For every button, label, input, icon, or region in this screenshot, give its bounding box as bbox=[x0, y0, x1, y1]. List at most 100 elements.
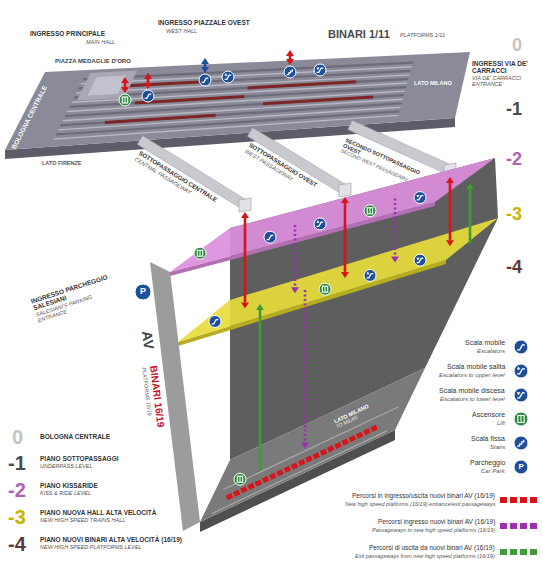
icon-disc bbox=[414, 192, 426, 204]
legend-text: Percorsi ingresso nuovi binari AV (16/19… bbox=[378, 518, 495, 525]
icon-disc bbox=[284, 66, 296, 78]
legend-text: Parcheggio bbox=[470, 459, 505, 467]
text-label: BOLOGNA CENTRALE bbox=[40, 433, 110, 440]
text-label: NEW HIGH SPEED TRAINS HALL bbox=[40, 517, 125, 523]
text-label: Escalators to upper level bbox=[439, 372, 505, 379]
text-label: -2 bbox=[8, 479, 26, 501]
icon-disc bbox=[514, 364, 528, 378]
arrow-head bbox=[256, 304, 264, 310]
legend-swatch bbox=[500, 522, 540, 530]
train bbox=[248, 82, 357, 88]
arrow-head bbox=[391, 257, 399, 263]
escalator-glyph bbox=[202, 78, 209, 82]
legend-text: Ascensore bbox=[472, 411, 505, 419]
slab-top bbox=[5, 52, 470, 150]
stairs-glyph bbox=[517, 440, 524, 446]
text-label: -1 bbox=[506, 100, 522, 120]
lift-glyph bbox=[237, 476, 242, 482]
legend-text: Scala fissa bbox=[471, 435, 505, 443]
icon-disc bbox=[514, 340, 528, 354]
down-glyph bbox=[316, 68, 319, 71]
icon-disc bbox=[514, 412, 528, 426]
icon-disc bbox=[364, 205, 376, 217]
escalator-glyph bbox=[145, 94, 152, 98]
icon-disc bbox=[135, 284, 151, 300]
text-label: PIAZZA MEDAGLIE D'ORO bbox=[55, 58, 131, 65]
text-label: PIANO SOTTOPASSAGGI bbox=[40, 455, 119, 462]
swatch-square bbox=[520, 497, 527, 503]
text-label: PIANO NUOVA HALL ALTA VELOCITÀ bbox=[40, 509, 157, 516]
text-label: KISS & RIDE LEVEL bbox=[40, 490, 91, 496]
lift-glyph bbox=[200, 250, 201, 256]
text-label: WEST HALL bbox=[166, 28, 197, 34]
text-label: NEW HIGH SPEED PLATFORMS LEVEL bbox=[40, 544, 142, 550]
text-label: AV bbox=[139, 330, 157, 350]
swatch-square bbox=[530, 549, 537, 555]
text-label: New high speed platforms (16/19) entranc… bbox=[345, 501, 495, 507]
arrow-head bbox=[286, 59, 294, 65]
swatch-square bbox=[510, 549, 517, 555]
swatch-square bbox=[530, 497, 537, 503]
text-label: -3 bbox=[506, 205, 522, 225]
up-glyph bbox=[517, 366, 521, 369]
escalator-glyph bbox=[517, 393, 525, 398]
icon-disc bbox=[194, 247, 206, 259]
up-glyph bbox=[224, 73, 227, 76]
text-label: 0 bbox=[512, 36, 522, 56]
track bbox=[65, 95, 404, 116]
text-label: -4 bbox=[506, 258, 522, 278]
route-arrow bbox=[304, 290, 307, 442]
text-label: Escalators bbox=[477, 348, 505, 355]
text-label: PIANO NUOVI BINARI ALTA VELOCITÀ (16/19) bbox=[40, 536, 182, 543]
lift-glyph bbox=[322, 286, 327, 292]
arrow-head bbox=[121, 77, 129, 83]
track bbox=[63, 99, 403, 120]
lift-glyph bbox=[125, 97, 126, 103]
text-label: Escalators to lower level bbox=[440, 396, 505, 403]
swatch-square bbox=[510, 497, 517, 503]
escalator-glyph bbox=[267, 235, 274, 239]
arrow-head bbox=[144, 73, 152, 79]
route-arrow bbox=[344, 203, 347, 272]
icon-disc bbox=[514, 460, 528, 474]
arrow-head bbox=[201, 58, 209, 64]
icon-disc bbox=[314, 218, 326, 230]
swatch-square bbox=[500, 523, 507, 529]
icon-disc bbox=[514, 436, 528, 450]
arrow-head bbox=[341, 272, 349, 278]
arrow-head bbox=[466, 183, 474, 189]
text-label: LATO FIRENZE bbox=[42, 160, 82, 166]
legend-text: Scala mobile bbox=[465, 339, 505, 347]
down-glyph bbox=[416, 258, 419, 261]
legend-text: Scala mobile salita bbox=[447, 363, 505, 371]
text-label: VIA DE' CARRACCI ENTRANCE bbox=[472, 75, 538, 87]
text-label: 0 bbox=[12, 426, 23, 448]
icon-disc bbox=[119, 94, 131, 106]
text-label: Exit passageways from new high speed pla… bbox=[355, 553, 495, 559]
train bbox=[263, 97, 373, 104]
legend-swatch bbox=[500, 548, 540, 556]
text-label: INGRESSO PIAZZALE OVEST bbox=[158, 19, 250, 26]
down-glyph bbox=[517, 392, 521, 395]
hs-train bbox=[227, 426, 379, 498]
text-label: Passageways to new high speed platforms … bbox=[372, 527, 495, 533]
escalator-glyph bbox=[317, 68, 324, 72]
legend-text: Percorsi in ingresso/uscita nuovi binari… bbox=[352, 492, 495, 499]
route-arrow bbox=[147, 79, 150, 83]
route-arrow bbox=[449, 183, 452, 240]
text-label: -4 bbox=[8, 533, 26, 555]
icon-disc bbox=[314, 64, 326, 76]
icon-disc bbox=[222, 71, 234, 83]
text-label: P bbox=[519, 463, 524, 472]
text-label: MAIN HALL bbox=[86, 39, 115, 45]
lift-glyph bbox=[325, 286, 326, 292]
icon-disc bbox=[209, 315, 221, 327]
swatch-square bbox=[500, 549, 507, 555]
kissride-plane bbox=[170, 158, 495, 272]
train bbox=[105, 115, 216, 122]
arrow-head bbox=[121, 87, 129, 93]
escalator-glyph bbox=[417, 196, 424, 200]
hall-edge bbox=[178, 260, 446, 346]
legend-swatch bbox=[500, 496, 540, 504]
